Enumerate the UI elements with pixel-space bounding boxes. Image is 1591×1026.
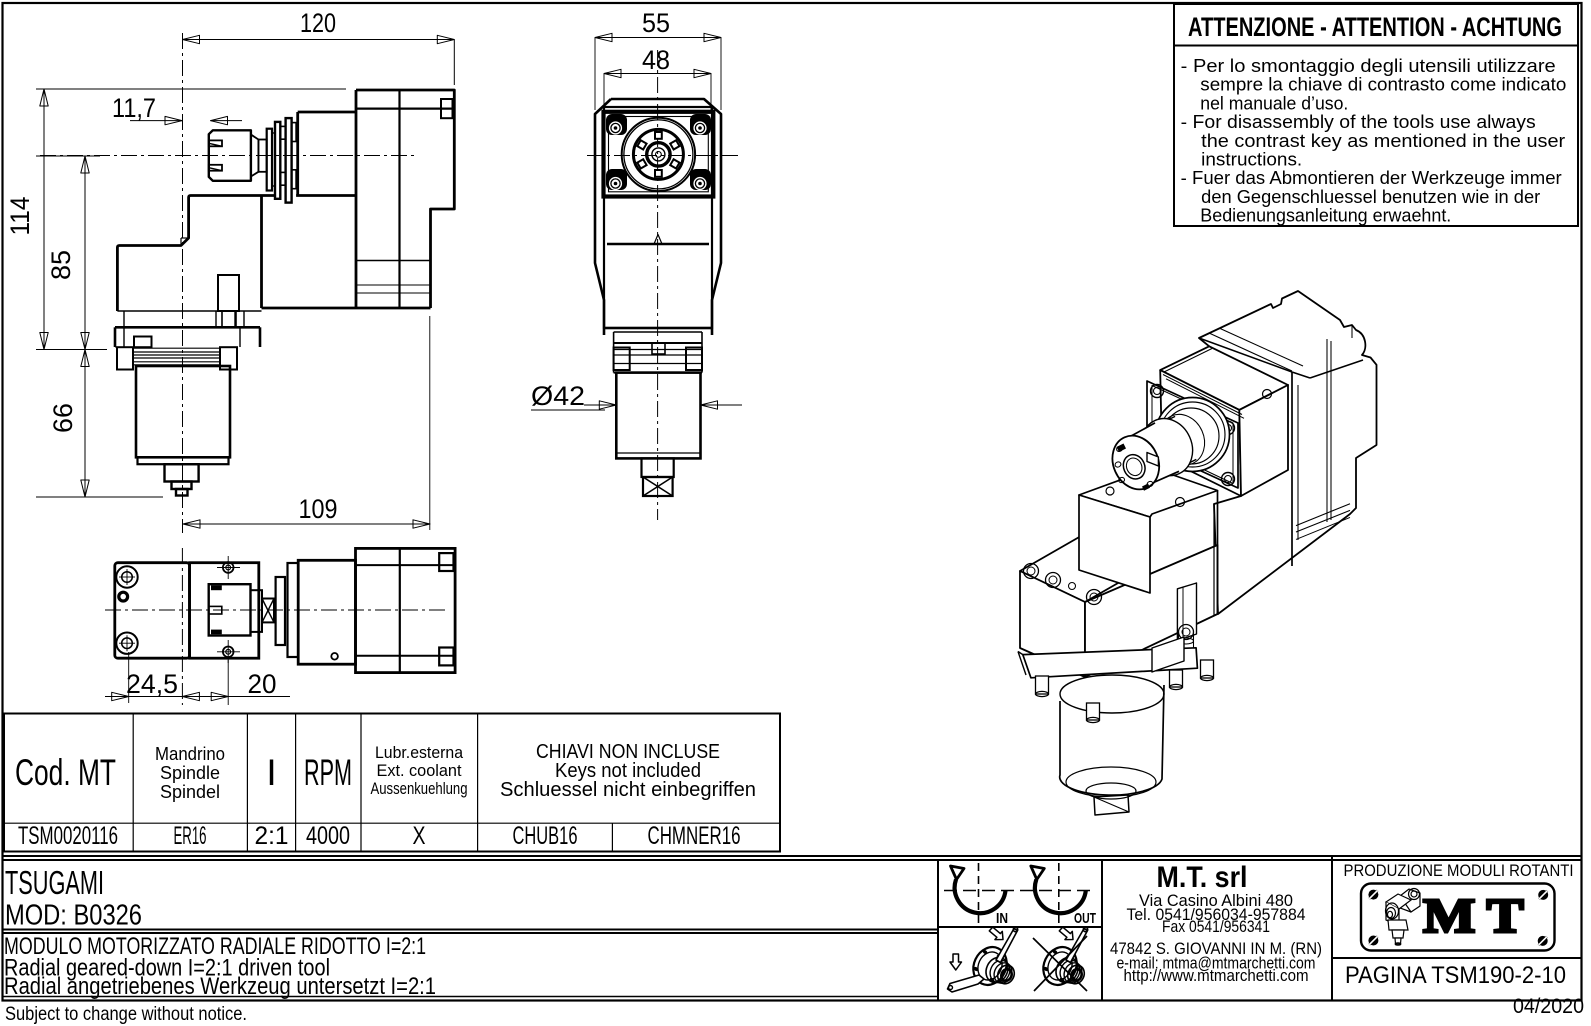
- svg-text:- For disassembly of the tools: - For disassembly of the tools use alway…: [1181, 112, 1536, 132]
- svg-text:4000: 4000: [306, 822, 350, 850]
- svg-text:Tel. 0541/956034-957884: Tel. 0541/956034-957884: [1127, 906, 1306, 924]
- svg-text:Ø42: Ø42: [531, 381, 585, 411]
- svg-text:MOD: B0326: MOD: B0326: [5, 900, 142, 932]
- svg-text:11,7: 11,7: [112, 93, 156, 123]
- svg-text:nel manuale d’uso.: nel manuale d’uso.: [1200, 93, 1348, 113]
- svg-text:Cod. MT: Cod. MT: [15, 752, 116, 793]
- svg-text:- Fuer das Abmontieren der Wer: - Fuer das Abmontieren der Werkzeuge imm…: [1181, 168, 1562, 188]
- svg-text:Ext. coolant: Ext. coolant: [377, 761, 462, 780]
- svg-text:Bedienungsanleitung erwaehnt.: Bedienungsanleitung erwaehnt.: [1200, 206, 1451, 226]
- svg-text:http://www.mtmarchetti.com: http://www.mtmarchetti.com: [1124, 967, 1309, 985]
- svg-text:2:1: 2:1: [255, 822, 289, 850]
- svg-text:e-mail: mtma@mtmarchetti.com: e-mail: mtma@mtmarchetti.com: [1117, 954, 1316, 972]
- svg-text:Subject to change without noti: Subject to change without notice.: [5, 1003, 247, 1025]
- svg-text:IN: IN: [996, 910, 1008, 927]
- svg-text:CHUB16: CHUB16: [513, 822, 578, 850]
- svg-text:120: 120: [300, 8, 336, 38]
- svg-text:47842 S. GIOVANNI IN M. (RN): 47842 S. GIOVANNI IN M. (RN): [1110, 940, 1322, 958]
- svg-text:Radial angetriebenes Werkzeug: Radial angetriebenes Werkzeug untersetzt…: [4, 973, 436, 1000]
- svg-text:04/2020: 04/2020: [1513, 995, 1584, 1018]
- svg-text:MODULO MOTORIZZATO RADIALE RID: MODULO MOTORIZZATO RADIALE RIDOTTO I=2:1: [4, 933, 426, 960]
- svg-text:66: 66: [48, 403, 78, 433]
- svg-text:sempre la chiave di contrasto: sempre la chiave di contrasto come indic…: [1200, 75, 1566, 95]
- svg-text:ER16: ER16: [174, 822, 207, 850]
- svg-text:Via Casino Albini 480: Via Casino Albini 480: [1139, 892, 1293, 910]
- svg-text:- Per lo smontaggio degli uten: - Per lo smontaggio degli utensili utili…: [1181, 56, 1556, 76]
- svg-text:PRODUZIONE MODULI ROTANTI: PRODUZIONE MODULI ROTANTI: [1344, 861, 1574, 880]
- svg-text:TSUGAMI: TSUGAMI: [5, 864, 104, 901]
- svg-text:RPM: RPM: [304, 752, 352, 793]
- svg-text:85: 85: [46, 250, 76, 280]
- svg-text:Aussenkuehlung: Aussenkuehlung: [371, 779, 468, 798]
- svg-text:114: 114: [5, 197, 35, 236]
- svg-text:20: 20: [248, 669, 277, 699]
- svg-text:OUT: OUT: [1074, 910, 1096, 927]
- svg-text:109: 109: [299, 494, 338, 524]
- svg-text:I: I: [266, 752, 276, 793]
- svg-text:CHIAVI NON INCLUSE: CHIAVI NON INCLUSE: [536, 741, 720, 763]
- svg-text:TSM0020116: TSM0020116: [18, 822, 118, 850]
- svg-text:24,5: 24,5: [126, 669, 178, 699]
- svg-text:PAGINA TSM190-2-10: PAGINA TSM190-2-10: [1345, 962, 1566, 989]
- svg-text:Radial geared-down I=2:1 drive: Radial geared-down I=2:1 driven tool: [4, 955, 330, 982]
- svg-text:48: 48: [642, 45, 670, 75]
- svg-text:instructions.: instructions.: [1201, 150, 1302, 170]
- svg-text:Schluessel nicht einbegriffen: Schluessel nicht einbegriffen: [500, 779, 756, 801]
- svg-text:Fax 0541/956341: Fax 0541/956341: [1162, 918, 1270, 936]
- svg-text:M.T. srl: M.T. srl: [1157, 861, 1248, 894]
- svg-text:Spindle: Spindle: [160, 763, 220, 783]
- svg-text:Spindel: Spindel: [160, 782, 220, 802]
- svg-text:Mandrino: Mandrino: [155, 744, 225, 764]
- svg-text:ATTENZIONE - ATTENTION - ACHTU: ATTENZIONE - ATTENTION - ACHTUNG: [1188, 12, 1562, 42]
- svg-text:MT: MT: [1423, 888, 1535, 943]
- svg-text:the contrast key as mentioned: the contrast key as mentioned in the use…: [1201, 131, 1565, 151]
- svg-text:Lubr.esterna: Lubr.esterna: [375, 743, 464, 762]
- svg-text:55: 55: [642, 8, 670, 38]
- svg-text:den Gegenschluessel benutzen w: den Gegenschluessel benutzen wie in der: [1201, 187, 1540, 207]
- svg-text:X: X: [413, 822, 426, 850]
- svg-text:CHMNER16: CHMNER16: [648, 822, 741, 850]
- svg-text:Keys not included: Keys not included: [555, 760, 701, 782]
